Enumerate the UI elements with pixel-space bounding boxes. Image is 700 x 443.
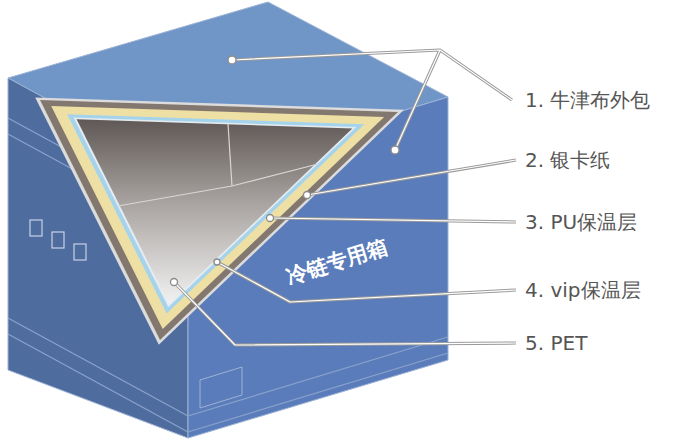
- seam-line: [188, 337, 448, 416]
- callout-label: 1. 牛津布外包: [525, 88, 650, 112]
- seam-line: [188, 353, 448, 432]
- label-area: [200, 367, 242, 408]
- leader-dot: [214, 259, 220, 265]
- leader-line-core: [217, 262, 516, 302]
- leader-dot: [304, 192, 311, 199]
- leader-dot: [391, 146, 399, 154]
- interior-edge: [228, 124, 232, 186]
- leader-line-core: [174, 282, 516, 345]
- leader-line-core: [307, 160, 516, 195]
- vip-layer: [67, 114, 364, 313]
- icon-mark: [52, 232, 64, 248]
- callout-label: 5. PET: [525, 331, 587, 355]
- leader-line: [270, 218, 516, 222]
- callout-label: 4. vip保温层: [525, 278, 641, 302]
- leader-line: [232, 50, 512, 100]
- leader-line-core: [270, 218, 516, 222]
- handling-icons: [30, 220, 86, 260]
- icon-mark: [74, 244, 86, 260]
- leader-line-core: [395, 50, 440, 150]
- callout-label: 3. PU保温层: [525, 210, 637, 234]
- interior-corner: [118, 124, 318, 206]
- leader-lines: [174, 50, 516, 345]
- seam-line: [8, 334, 188, 432]
- leader-line-core: [232, 50, 512, 100]
- leader-line: [395, 50, 440, 150]
- leader-line: [307, 160, 516, 195]
- icon-mark: [30, 220, 42, 236]
- interior-edge: [118, 186, 232, 206]
- leader-line: [174, 282, 516, 345]
- interior-edge: [232, 164, 318, 186]
- box-print: 冷链专用箱: [283, 235, 390, 289]
- leader-dot: [228, 56, 236, 64]
- cut-edge: [35, 98, 404, 345]
- leader-dot: [171, 279, 178, 286]
- leader-dot: [267, 215, 274, 222]
- callout-label: 2. 银卡纸: [525, 148, 610, 172]
- leader-line: [217, 262, 516, 302]
